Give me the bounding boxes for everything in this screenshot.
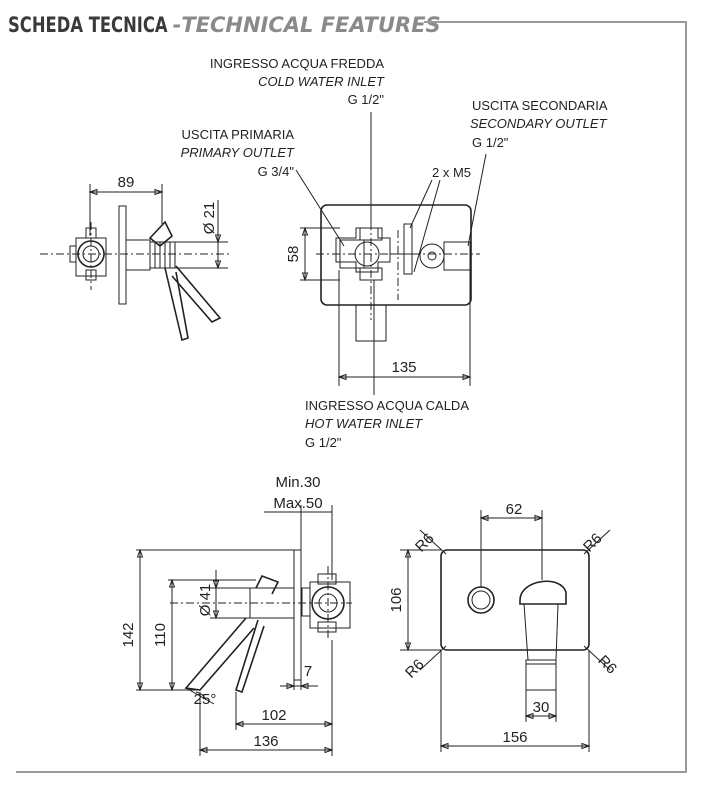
primary-outlet-size: G 3/4" [258, 164, 295, 179]
title-sub: TECHNICAL FEATURES [181, 13, 441, 37]
rear-view [295, 112, 487, 395]
dim-110: 110 [152, 623, 169, 647]
dim-7: 7 [304, 663, 312, 680]
radius-top-right: R6 [580, 530, 606, 556]
cold-inlet-label-en: COLD WATER INLET [258, 74, 385, 89]
dim-136: 136 [253, 733, 278, 750]
cold-inlet-size: G 1/2" [348, 92, 385, 107]
hot-inlet-label-en: HOT WATER INLET [305, 416, 423, 431]
dim-62: 62 [506, 501, 523, 518]
side-view-small [40, 184, 230, 342]
radius-top-left: R6 [412, 530, 438, 556]
dim-142: 142 [120, 622, 137, 647]
screws-label: 2 x M5 [432, 165, 471, 180]
primary-outlet-label-it: USCITA PRIMARIA [182, 127, 295, 142]
dim-106: 106 [388, 587, 405, 612]
secondary-outlet-size: G 1/2" [472, 135, 509, 150]
hot-inlet-label-it: INGRESSO ACQUA CALDA [305, 398, 469, 413]
dim-21: Ø 21 [201, 202, 218, 235]
side-view-large [136, 505, 352, 756]
primary-outlet-label-en: PRIMARY OUTLET [181, 145, 295, 160]
cold-inlet-label-it: INGRESSO ACQUA FREDDA [210, 56, 384, 71]
header: SCHEDA TECNICA - TECHNICAL FEATURES [8, 8, 441, 42]
dim-102: 102 [261, 707, 286, 724]
radius-bottom-right: R6 [594, 652, 620, 678]
dim-156: 156 [502, 729, 527, 746]
dim-135: 135 [391, 359, 416, 376]
dim-89: 89 [118, 174, 135, 191]
hot-inlet-size: G 1/2" [305, 435, 342, 450]
dim-30: 30 [533, 699, 550, 716]
radius-bottom-left: R6 [402, 656, 428, 682]
sheet-frame [16, 21, 687, 773]
title-main: SCHEDA TECNICA [8, 13, 168, 37]
dim-min: Min.30 [275, 474, 320, 491]
title-separator: - [172, 13, 182, 37]
dim-41: Ø 41 [197, 584, 214, 617]
dim-max: Max.50 [273, 495, 322, 512]
secondary-outlet-label-en: SECONDARY OUTLET [470, 116, 608, 131]
secondary-outlet-label-it: USCITA SECONDARIA [472, 98, 608, 113]
dim-58: 58 [285, 246, 302, 263]
dim-angle-25: 25° [194, 691, 217, 708]
front-view [400, 510, 611, 752]
